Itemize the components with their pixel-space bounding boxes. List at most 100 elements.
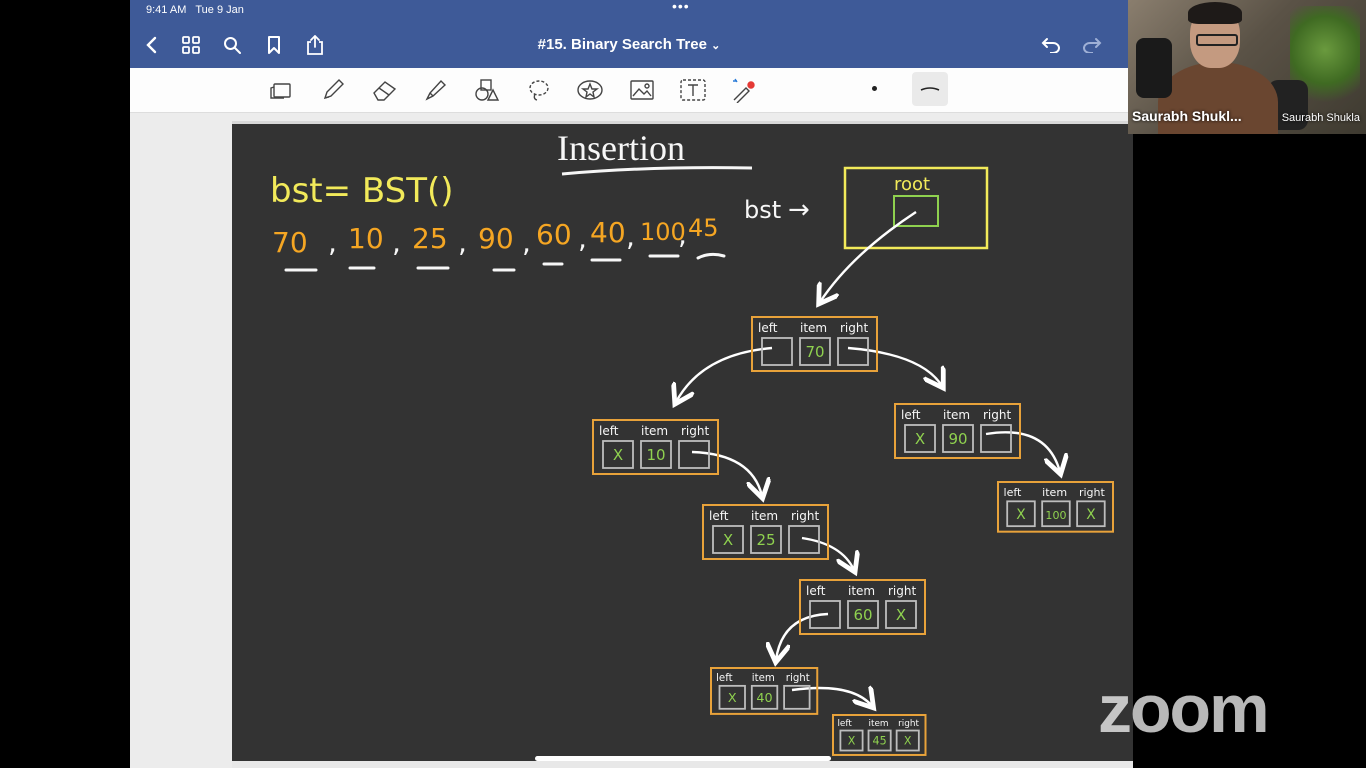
node-item-label: item — [752, 673, 775, 684]
node-right-cell — [885, 600, 917, 629]
node-item-label: item — [751, 509, 778, 523]
node-item-label: item — [848, 584, 875, 598]
node-item-cell-value: 40 — [756, 691, 772, 706]
undo-icon[interactable] — [1038, 32, 1064, 58]
document-title[interactable]: #15. Binary Search Tree ⌄ — [537, 36, 721, 53]
highlighter-icon[interactable] — [421, 76, 451, 104]
node-left-cell — [761, 337, 793, 366]
edge-70-10 — [676, 346, 773, 402]
seq-item: 60 — [536, 218, 572, 251]
node-item-cell — [640, 440, 672, 469]
node-left-cell-value: X — [848, 735, 856, 748]
page-bottom — [232, 761, 1133, 768]
node-right-label: right — [681, 424, 709, 438]
node-right-label: right — [1079, 486, 1106, 499]
status-bar: 9:41 AM Tue 9 Jan ••• — [130, 0, 1128, 22]
page-icon[interactable] — [266, 76, 296, 104]
node-item-cell-value: 25 — [756, 531, 775, 549]
shapes-icon[interactable] — [472, 76, 502, 104]
sequence-underlines — [284, 252, 726, 272]
node-item-label: item — [800, 321, 827, 335]
node-left-label: left — [709, 509, 729, 523]
node-right-cell — [980, 424, 1012, 453]
seq-item: 100 — [640, 218, 686, 246]
seq-sep: , — [522, 226, 531, 259]
whiteboard-page[interactable]: Insertion bst= BST() 70 , 10 , 25 , 90 ,… — [232, 121, 1133, 764]
node-left-label: left — [758, 321, 778, 335]
home-indicator[interactable] — [535, 756, 831, 761]
board-heading: Insertion — [557, 128, 685, 168]
microphone — [1136, 38, 1172, 98]
back-icon[interactable] — [138, 32, 164, 58]
multitask-handle[interactable]: ••• — [672, 0, 690, 14]
node-left-cell — [712, 525, 744, 554]
sticker-icon[interactable] — [575, 76, 605, 104]
node-right-cell — [895, 729, 920, 752]
node-item-cell-value: 70 — [805, 343, 824, 361]
share-icon[interactable] — [302, 32, 328, 58]
node-right-cell — [788, 525, 820, 554]
node-left-cell-value: X — [1016, 507, 1026, 523]
node-item-label: item — [641, 424, 668, 438]
participant-body — [1158, 62, 1278, 134]
node-item-cell-value: 45 — [873, 735, 887, 748]
seq-sep: , — [678, 218, 687, 251]
participant-video[interactable]: Saurabh Shukl... Saurabh Shukla — [1128, 0, 1366, 134]
node-right-cell — [783, 684, 811, 710]
grid-icon[interactable] — [178, 32, 204, 58]
edge-60-40 — [776, 612, 829, 660]
node-right-label: right — [791, 509, 819, 523]
board-drawing: Insertion bst= BST() 70 , 10 , 25 , 90 ,… — [270, 128, 1114, 756]
right-arrow-icon: → — [788, 195, 810, 225]
image-icon[interactable] — [627, 76, 657, 104]
node-item-cell-value: 60 — [853, 606, 872, 624]
edge-40-45 — [791, 688, 872, 706]
participant-name-full: Saurabh Shukla — [1281, 112, 1360, 124]
seq-item: 70 — [272, 226, 308, 259]
node-item-cell — [847, 600, 879, 629]
lasso-icon[interactable] — [524, 76, 554, 104]
search-icon[interactable] — [219, 32, 245, 58]
node-item-cell — [867, 729, 892, 752]
stroke-style-picker[interactable] — [912, 72, 948, 106]
seq-item: 10 — [348, 222, 384, 255]
node-frame — [832, 714, 927, 756]
chevron-down-icon[interactable]: ⌄ — [711, 40, 721, 52]
node-item-cell-value: 10 — [646, 446, 665, 464]
stroke-style-icon — [920, 87, 940, 91]
node-right-label: right — [898, 719, 919, 729]
node-frame — [702, 504, 829, 560]
node-left-label: left — [901, 408, 921, 422]
node-frame — [710, 667, 819, 715]
edge-25-60 — [801, 536, 854, 570]
node-item-cell — [799, 337, 831, 366]
node-right-cell — [837, 337, 869, 366]
edge-root-70 — [820, 210, 917, 302]
node-frame — [997, 481, 1114, 533]
redo-icon[interactable] — [1079, 32, 1105, 58]
node-left-label: left — [599, 424, 619, 438]
node-left-cell-value: X — [728, 691, 737, 706]
node-left-cell-value: X — [915, 430, 925, 448]
node-right-cell-value: X — [904, 735, 912, 748]
eraser-icon[interactable] — [370, 76, 400, 104]
bst-label: bst — [744, 196, 781, 224]
text-icon[interactable] — [678, 76, 708, 104]
node-frame — [751, 316, 878, 372]
stroke-size-icon[interactable] — [872, 86, 877, 91]
node-item-cell — [750, 684, 779, 710]
bookmark-icon[interactable] — [261, 32, 287, 58]
node-left-cell — [904, 424, 936, 453]
root-label: root — [894, 174, 930, 195]
node-left-cell — [809, 600, 841, 629]
node-left-label: left — [806, 584, 826, 598]
laser-icon[interactable] — [729, 76, 759, 104]
node-left-cell — [1006, 500, 1036, 528]
pen-icon[interactable] — [318, 76, 348, 104]
code-line: bst= BST() — [270, 171, 454, 211]
bst-object-box — [843, 166, 989, 250]
